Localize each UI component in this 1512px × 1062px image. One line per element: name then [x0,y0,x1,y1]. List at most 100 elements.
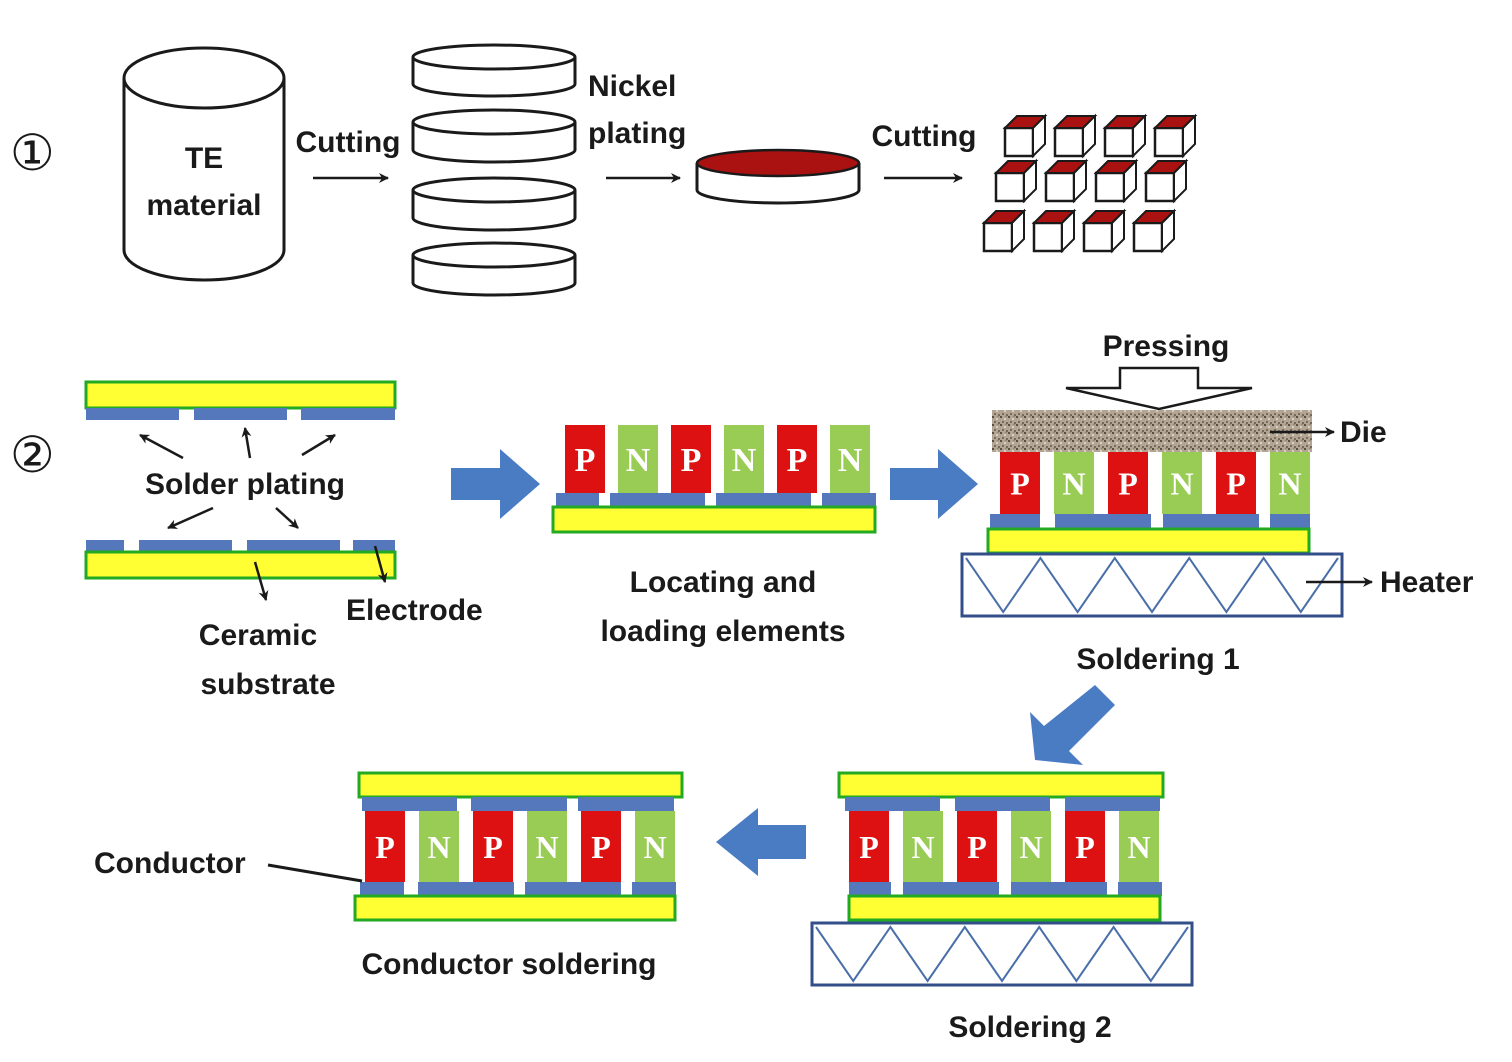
te-cube [993,158,1039,204]
te-material-label-line1: TE [185,142,223,175]
n-leg-label: N [427,829,450,865]
p-leg [957,811,997,882]
die-label: Die [1340,416,1387,449]
n-leg-label: N [911,829,934,865]
step-two-marker: ② [10,426,55,484]
n-leg [635,811,675,882]
te-cube [1081,208,1127,254]
p-leg-label: P [859,829,879,865]
p-leg [1065,811,1105,882]
p-leg [365,811,405,882]
heater-1 [960,552,1344,618]
heater-label: Heater [1380,566,1474,599]
pressing-arrow [1065,366,1253,411]
bottom-ceramic-substrate [84,550,397,580]
n-leg [527,811,567,882]
locating-label-line2: loading elements [600,615,845,648]
pressing-label: Pressing [1103,330,1230,363]
p-leg [1216,452,1256,514]
te-cube [1031,208,1077,254]
top-electrode [578,797,674,811]
pointer-arrow [253,561,269,601]
bottom-electrode [1055,514,1151,529]
flow-arrow-left [716,808,806,876]
p-leg-label: P [1226,466,1246,502]
te-cube [1002,113,1048,159]
step-one-marker: ① [10,124,55,182]
n-leg-label: N [626,442,651,479]
top-substrate-assembly [84,380,397,420]
p-leg-label: P [1010,466,1030,502]
te-cube [1143,158,1189,204]
top-electrode [86,408,179,420]
te-cube [1102,113,1148,159]
bottom-electrode [86,540,124,552]
n-leg-label: N [1127,829,1150,865]
n-leg-label: N [1062,466,1085,502]
heater-2 [810,921,1194,987]
bottom-electrode [360,882,404,896]
bottom-electrode [418,882,514,896]
sliced-discs [411,43,577,297]
p-leg [473,811,513,882]
n-leg [618,425,658,493]
bottom-electrode [903,882,999,896]
bottom-electrode [1163,514,1259,529]
p-leg [1108,452,1148,514]
n-leg-label: N [732,442,757,479]
te-material-label-line2: material [146,189,261,222]
n-leg [724,425,764,493]
top-ceramic-substrate [84,380,397,410]
conductor-label: Conductor [94,847,246,880]
p-leg-label: P [1075,829,1095,865]
bottom-electrode [610,493,705,507]
cutting-label-1: Cutting [296,126,401,159]
p-leg-label: P [575,442,596,479]
te-cube [981,208,1027,254]
p-leg [565,425,605,493]
pointer-arrow [241,427,252,459]
bottom-electrode [716,493,811,507]
te-material-cylinder [122,46,286,282]
p-leg-label: P [1118,466,1138,502]
p-leg [777,425,817,493]
disc [411,108,577,164]
n-leg [1054,452,1094,514]
top-electrode [471,797,567,811]
n-leg [830,425,870,493]
flow-arrow-down-left [1030,685,1115,765]
bottom-ceramic-substrate [353,894,677,922]
top-ceramic-substrate [357,771,684,799]
disc [411,176,577,232]
n-leg-label: N [643,829,666,865]
n-leg-label: N [1019,829,1042,865]
n-leg-label: N [1170,466,1193,502]
top-electrode [955,797,1050,811]
nickel-plating-label-line1: Nickel [588,70,676,103]
n-leg-label: N [1278,466,1301,502]
locating-label-line1: Locating and [630,566,817,599]
pointer-arrow [139,433,184,460]
flow-arrow-right [451,449,540,519]
conductor-wire [267,863,363,883]
bottom-electrode [556,493,599,507]
bottom-electrode [525,882,621,896]
n-leg [1011,811,1051,882]
conductor-soldering-label: Conductor soldering [362,948,657,981]
te-element-cubes [981,113,1198,254]
n-leg-label: N [535,829,558,865]
n-leg-label: N [838,442,863,479]
p-leg [849,811,889,882]
electrode-label: Electrode [346,594,483,627]
n-leg [1270,452,1310,514]
bottom-electrode [990,514,1040,529]
te-cube [1043,158,1089,204]
p-leg-label: P [787,442,808,479]
bottom-electrode [1270,514,1310,529]
bottom-electrode [139,540,232,552]
bottom-substrate-assembly [84,540,397,580]
